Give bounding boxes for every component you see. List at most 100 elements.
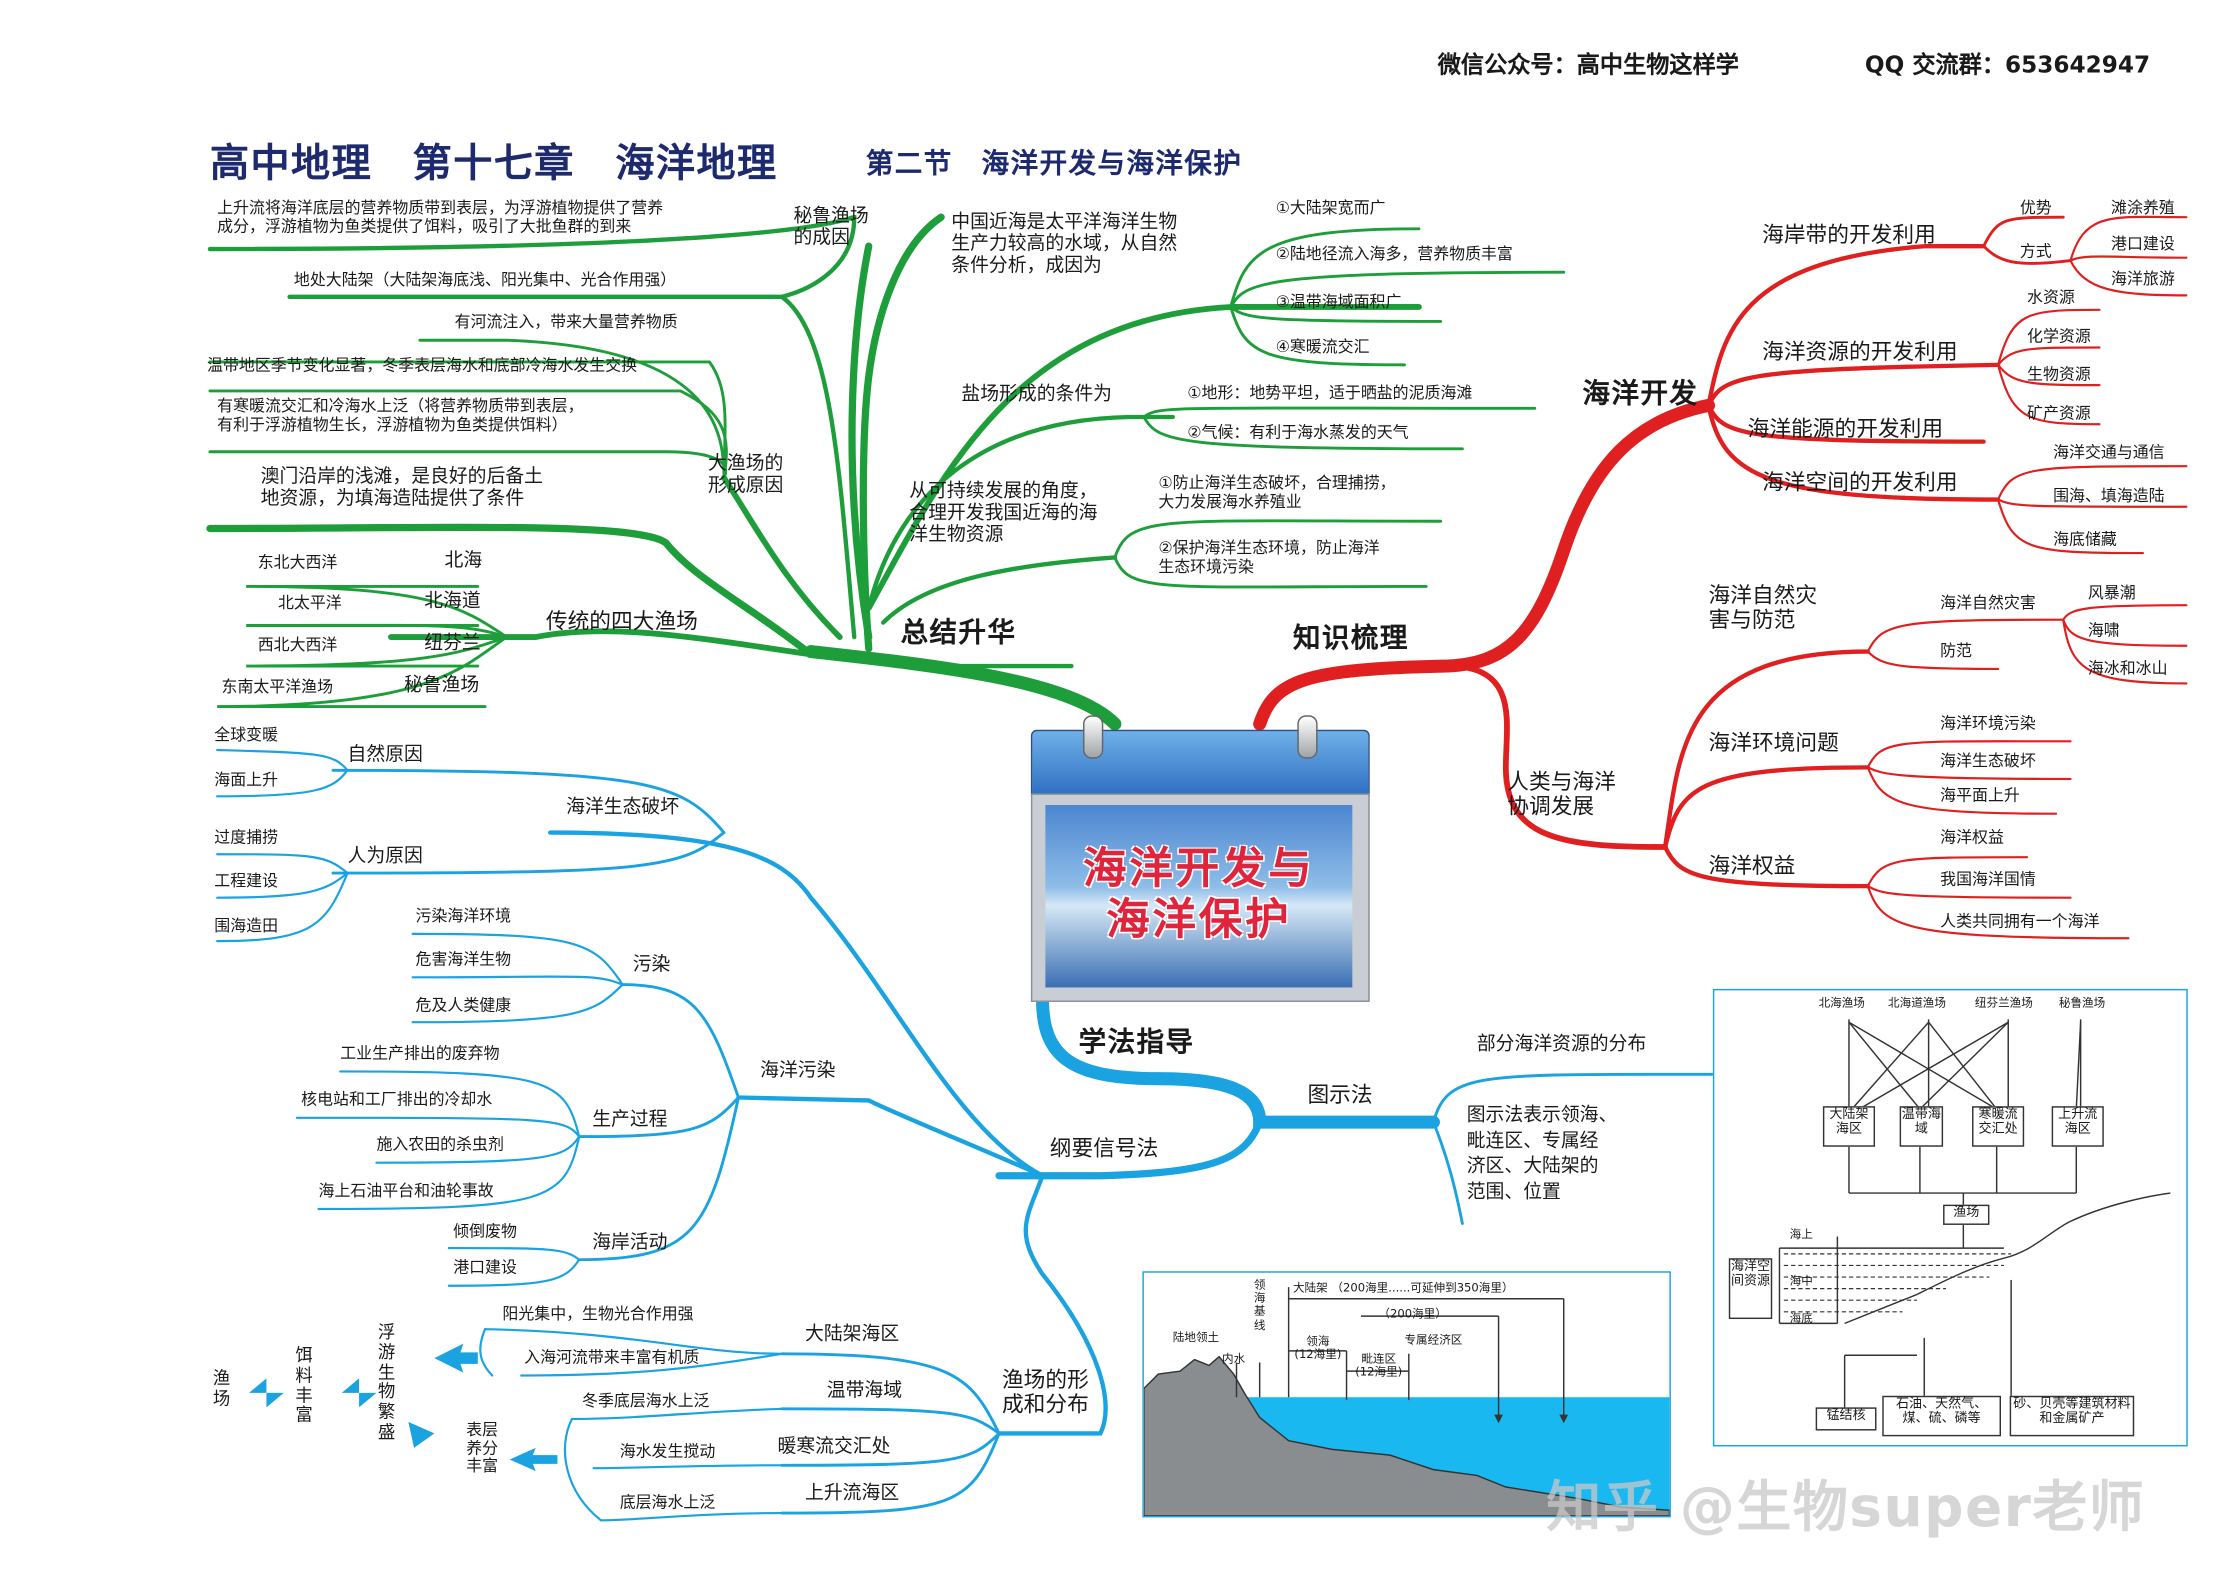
resource-distribution-label: 部分海洋资源的分布 xyxy=(1476,1033,1647,1056)
flow-mineral-oil: 石油、天然气、煤、硫、磷等 xyxy=(1882,1395,2001,1437)
env-pollution: 海洋环境污染 xyxy=(1940,713,2036,733)
zones-lines xyxy=(1143,1287,1670,1516)
china-reason-4: ④寒暖流交汇 xyxy=(1275,337,1370,357)
blue-branch-lines xyxy=(216,748,1718,1522)
disaster-tsunami: 海啸 xyxy=(2087,621,2120,640)
macau-shoal-text: 澳门沿岸的浅滩，是良好的后备土 地资源，为填海造陆提供了条件 xyxy=(260,466,543,510)
space-item-storage: 海底储藏 xyxy=(2053,529,2117,549)
fishery-type-temperate: 温带海域 xyxy=(826,1379,903,1402)
big-fishery-reason-label: 大渔场的 形成原因 xyxy=(708,453,784,497)
pollute-health: 危及人类健康 xyxy=(415,996,512,1015)
coast-item-port: 港口建设 xyxy=(2111,234,2175,254)
flow-fishery-newfoundland: 纽芬兰渔场 xyxy=(1974,996,2033,1010)
sustainable-text: 从可持续发展的角度， 合理开发我国近海的海 洋生物资源 xyxy=(909,480,1098,546)
space-item-reclaim: 围海、填海造陆 xyxy=(2053,486,2165,506)
food-rich-label: 饵料丰富 xyxy=(295,1345,313,1426)
fishery-ocean-0: 东北大西洋 xyxy=(257,553,338,572)
ocean-rights-label: 海洋权益 xyxy=(1708,852,1796,879)
continental-shelf-text: 地处大陆架（大陆架海底浅、阳光集中、光合作用强） xyxy=(293,270,677,290)
energy-development-label: 海洋能源的开发利用 xyxy=(1747,415,1944,442)
natural-sea-rise: 海面上升 xyxy=(214,770,278,790)
coastal-port: 港口建设 xyxy=(453,1258,517,1278)
resource-water: 水资源 xyxy=(2027,288,2075,307)
section-title: 第二节 海洋开发与海洋保护 xyxy=(865,147,1243,180)
currents-meeting-text: 有寒暖流交汇和冷海水上泛（将营养物质带到表层， 有利于浮游植物生长，浮游植物为鱼… xyxy=(217,396,584,434)
flow-level-surface: 海上 xyxy=(1789,1227,1813,1241)
pollute-organisms: 危害海洋生物 xyxy=(415,949,512,969)
knowledge-branch-label: 知识梳理 xyxy=(1292,622,1409,655)
coastal-dumping: 倾倒废物 xyxy=(453,1222,517,1241)
cause-winter-upwelling: 冬季底层海水上泛 xyxy=(582,1391,710,1411)
flow-level-middle: 海中 xyxy=(1789,1274,1813,1288)
pollute-environment: 污染海洋环境 xyxy=(415,906,512,926)
fishery-ocean-3: 东南太平洋渔场 xyxy=(221,677,334,697)
center-title-line1: 海洋开发与 xyxy=(1083,844,1315,895)
cause-stirring: 海水发生搅动 xyxy=(619,1442,716,1461)
fishery-type-upwelling: 上升流海区 xyxy=(805,1482,900,1505)
fishery-result-label: 渔场 xyxy=(212,1368,231,1409)
disaster-storm-surge: 风暴潮 xyxy=(2087,583,2136,603)
pollute-label: 污染 xyxy=(632,954,671,976)
china-seas-text: 中国近海是太平洋海洋生物 生产力较高的水域，从自然 条件分析，成因为 xyxy=(951,211,1178,277)
flow-cause-currents: 寒暖流交汇处 xyxy=(1972,1106,2025,1147)
rights-item-1: 海洋权益 xyxy=(1940,828,2004,848)
salt-field-label: 盐场形成的条件为 xyxy=(961,383,1113,406)
coast-item-tourism: 海洋旅游 xyxy=(2111,269,2175,289)
resource-mineral: 矿产资源 xyxy=(2027,403,2091,423)
zone-contiguous: 毗连区 (12海里) xyxy=(1355,1352,1403,1379)
flow-mineral-manganese: 锰结核 xyxy=(1815,1407,1877,1431)
flow-fishery-hokkaido: 北海道渔场 xyxy=(1888,996,1946,1010)
human-reclamation: 围海造田 xyxy=(214,916,278,936)
human-cause-label: 人为原因 xyxy=(347,845,423,868)
zone-eez-label: 专属经济区 xyxy=(1404,1333,1463,1347)
fishery-name-0: 北海 xyxy=(444,550,483,572)
china-reason-2: ②陆地径流入海多，营养物质丰富 xyxy=(1275,244,1513,264)
peru-reason-label: 秘鲁渔场 的成因 xyxy=(793,205,869,249)
coast-item-aquaculture: 滩涂养殖 xyxy=(2111,198,2175,218)
disaster-sub-label: 海洋自然灾害 xyxy=(1940,593,2036,613)
red-branch-lines xyxy=(1253,215,2188,940)
production-label: 生产过程 xyxy=(592,1109,668,1131)
fishery-name-1: 北海道 xyxy=(424,590,481,613)
wechat-account: 微信公众号：高中生物这样学 xyxy=(1437,50,1739,79)
zone-inner-water: 内水 xyxy=(1222,1352,1246,1366)
ocean-pollution-label: 海洋污染 xyxy=(760,1059,836,1082)
center-calendar: 海洋开发与 海洋保护 xyxy=(1030,715,1370,1002)
center-title: 海洋开发与 海洋保护 xyxy=(1045,844,1352,946)
environment-problem-label: 海洋环境问题 xyxy=(1708,729,1839,756)
diagram-method-label: 图示法 xyxy=(1307,1081,1373,1108)
fishery-distribution-label: 渔场的形 成和分布 xyxy=(1001,1366,1089,1418)
disaster-sea-ice: 海冰和冰山 xyxy=(2087,658,2168,678)
env-sea-level: 海平面上升 xyxy=(1940,786,2020,806)
human-engineering: 工程建设 xyxy=(214,871,278,891)
flowchart-lines xyxy=(1778,1019,2171,1411)
china-reason-3: ③温带海域面积广 xyxy=(1275,292,1402,312)
advantage-label: 优势 xyxy=(2019,198,2052,218)
river-inflow-text: 有河流注入，带来大量营养物质 xyxy=(454,312,678,332)
fishery-type-shelf: 大陆架海区 xyxy=(805,1323,900,1346)
method-branch-label: 学法指导 xyxy=(1078,1026,1195,1059)
resource-chemical: 化学资源 xyxy=(2027,327,2091,347)
center-title-line2: 海洋保护 xyxy=(1106,894,1292,945)
harmony-label: 人类与海洋 协调发展 xyxy=(1507,768,1616,820)
resource-biological: 生物资源 xyxy=(2027,364,2091,384)
flow-space-resource: 海洋空间资源 xyxy=(1728,1258,1773,1320)
flow-cause-shelf: 大陆架海区 xyxy=(1822,1106,1876,1147)
fishery-name-3: 秘鲁渔场 xyxy=(403,674,480,697)
outline-method-label: 纲要信号法 xyxy=(1049,1135,1159,1162)
zone-territorial: 领海 (12海里) xyxy=(1294,1334,1342,1362)
flow-level-bottom: 海底 xyxy=(1789,1311,1813,1325)
salt-climate-text: ②气候：有利于海水蒸发的天气 xyxy=(1187,422,1409,442)
rights-item-3: 人类共同拥有一个海洋 xyxy=(1940,912,2100,931)
peru-upwelling-text: 上升流将海洋底层的营养物质带到表层，为浮游植物提供了营养 成分，浮游植物为鱼类提… xyxy=(217,198,664,236)
flow-mineral-sand: 砂、贝壳等建筑材料和金属矿产 xyxy=(2009,1395,2135,1437)
resources-development-label: 海洋资源的开发利用 xyxy=(1762,338,1958,365)
nutrient-rich-label: 表层养分丰富 xyxy=(466,1420,499,1476)
fishery-ocean-2: 西北大西洋 xyxy=(257,635,338,655)
zone-eez-200: （200海里） xyxy=(1378,1307,1447,1321)
zones-method-text: 图示法表示领海、 毗连区、专属经 济区、大陆架的 范围、位置 xyxy=(1466,1104,1618,1203)
maritime-zones-diagram: 领海基线 大陆架 （200海里......可延伸到350海里） （200海里） … xyxy=(1142,1271,1671,1518)
four-fisheries-label: 传统的四大渔场 xyxy=(545,608,698,635)
